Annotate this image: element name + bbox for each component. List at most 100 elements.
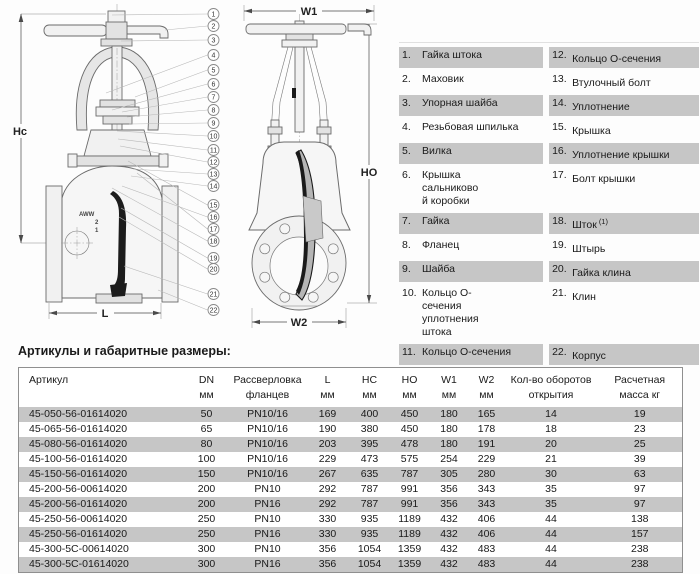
cell-ho: 1359	[397, 543, 422, 555]
cell-l: 292	[318, 483, 337, 495]
callout-circle-11	[207, 144, 220, 156]
part-entry-left: 8. Фланец	[399, 237, 543, 258]
callout-circle-4	[207, 49, 220, 61]
cell-l: 292	[305, 497, 350, 512]
callout-number: 1	[212, 12, 216, 19]
cell-turns: 14	[504, 407, 598, 422]
cell-turns: 18	[545, 423, 557, 435]
stem-side	[294, 20, 305, 133]
leader-line	[130, 175, 208, 187]
cell-hc: 473	[360, 453, 379, 465]
cell-ho: 1359	[389, 557, 430, 573]
column-header: Артикул	[29, 374, 69, 386]
callout-number: 3	[212, 38, 216, 45]
leader-line	[136, 172, 208, 230]
cell-w2: 483	[477, 543, 496, 555]
leader-line	[111, 83, 208, 111]
cell-hc: 395	[349, 437, 390, 452]
callout-circle-15	[207, 199, 220, 211]
leader-line	[123, 265, 208, 295]
callout-number: 14	[210, 184, 218, 191]
callout-number: 10	[210, 134, 218, 141]
part-label: Уплотнение	[572, 97, 632, 114]
thrust-washer	[100, 38, 133, 47]
cell-article: 45-080-56-01614020	[18, 437, 184, 452]
cell-drilling: PN10/16	[229, 407, 306, 422]
cell-w2: 343	[477, 483, 496, 495]
part-number: 16.	[552, 145, 567, 157]
parts-list-row: 3. Упорная шайба 14. Уплотнение	[399, 95, 699, 116]
callout-circle-10	[207, 130, 220, 142]
cell-w2: 165	[468, 407, 505, 422]
cell-w1: 180	[429, 407, 469, 422]
part-entry-left: 4. Резьбовая шпилька	[399, 119, 543, 140]
column-header: W2 мм	[478, 374, 495, 401]
cell-l: 190	[318, 423, 337, 435]
part-label: Корпус	[572, 346, 608, 363]
cell-w2: 483	[468, 557, 505, 573]
cell-turns: 35	[504, 497, 598, 512]
cell-w1: 305	[429, 467, 469, 482]
part-label: Гайка	[422, 215, 450, 227]
cell-drilling: PN10/16	[229, 467, 306, 482]
part-entry-right: 12. Кольцо О-сечения	[549, 47, 699, 68]
part-number: 22.	[552, 346, 567, 358]
cell-dn: 300	[183, 557, 230, 573]
callout-circle-12	[207, 156, 220, 168]
footnote-marker: (1)	[598, 217, 608, 226]
part-label: Шайба	[422, 263, 455, 275]
leader-line	[117, 138, 208, 151]
part-label: Гайка штока	[422, 49, 483, 61]
cell-l: 330	[318, 513, 337, 525]
callout-number: 15	[210, 203, 218, 210]
callout-circle-8	[207, 104, 220, 116]
cell-l: 229	[318, 453, 337, 465]
cell-turns: 35	[545, 483, 557, 495]
cell-drilling: PN10	[254, 543, 281, 555]
part-entry-left: 9. Шайба	[399, 261, 544, 282]
cell-article: 45-065-56-01614020	[29, 423, 128, 435]
callout-circle-20	[207, 263, 220, 275]
part-label: Фланец	[422, 239, 460, 251]
part-number: 18.	[552, 215, 567, 227]
cell-turns: 44	[504, 527, 598, 542]
w2-dimension-label: W2	[291, 317, 308, 329]
cell-dn: 200	[197, 483, 216, 495]
part-label: Вилка	[422, 145, 452, 157]
part-label-text: Втулочный болт	[572, 77, 651, 89]
part-label-text: Крышка	[572, 125, 611, 137]
cell-dn: 300	[197, 543, 216, 555]
cell-hc: 787	[360, 483, 379, 495]
part-number: 13.	[552, 73, 567, 85]
part-entry-left: 11. Кольцо О-сечения	[399, 344, 544, 365]
callout-number: 5	[212, 68, 216, 75]
cell-drilling: PN16	[229, 527, 306, 542]
column-header: W1 мм	[441, 374, 457, 401]
callout-circle-1	[207, 8, 220, 20]
part-label-text: Шток	[572, 219, 597, 231]
part-entry-left: 5. Вилка	[399, 143, 544, 164]
callout-circle-16	[207, 211, 220, 223]
cell-dn: 150	[183, 467, 230, 482]
leader-line	[120, 207, 208, 259]
part-entry-left: 2. Маховик	[399, 71, 543, 92]
cell-hc: 380	[360, 423, 379, 435]
w1-dimension-label: W1	[301, 6, 318, 18]
parts-list-row: 2. Маховик 13. Втулочный болт	[399, 71, 699, 92]
leader-line	[164, 25, 208, 31]
part-label: Упорная шайба	[422, 97, 498, 109]
valve-drawing: Hc L	[0, 0, 395, 345]
cell-mass: 157	[597, 527, 683, 542]
cell-l: 330	[305, 527, 350, 542]
column-header: Кол-во оборотов открытия	[510, 374, 592, 401]
callout-circle-17	[207, 223, 220, 235]
cell-l: 267	[305, 467, 350, 482]
cell-ho: 991	[389, 497, 430, 512]
part-label-text: Гайка клина	[572, 267, 631, 279]
part-number: 12.	[552, 49, 567, 61]
column-header: HC мм	[361, 374, 378, 401]
cell-l: 356	[305, 557, 350, 573]
cell-drilling: PN10	[254, 513, 281, 525]
cell-ho: 450	[400, 423, 419, 435]
